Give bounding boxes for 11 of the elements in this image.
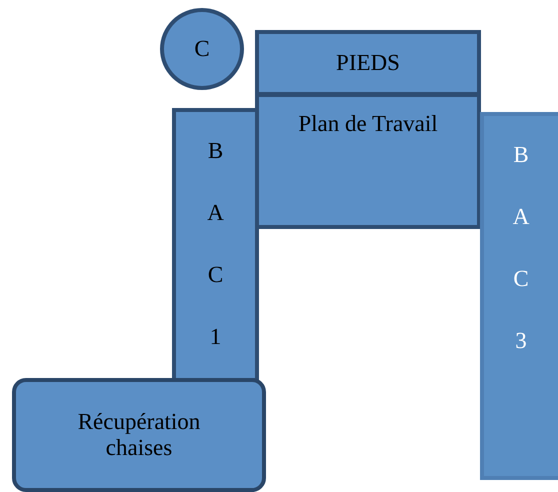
rounded-box (12, 378, 266, 492)
node-label: Récupération chaises (76, 409, 202, 461)
label-box (255, 30, 481, 96)
node-label: B A C 3 (512, 141, 530, 355)
node-label: B A C 1 (206, 137, 225, 351)
vertical-column (480, 112, 558, 480)
node-label: Plan de Travail (298, 111, 438, 137)
node-label: PIEDS (336, 50, 400, 76)
node-label: C (194, 36, 210, 62)
vertical-column (172, 108, 259, 382)
label-box (255, 93, 481, 229)
